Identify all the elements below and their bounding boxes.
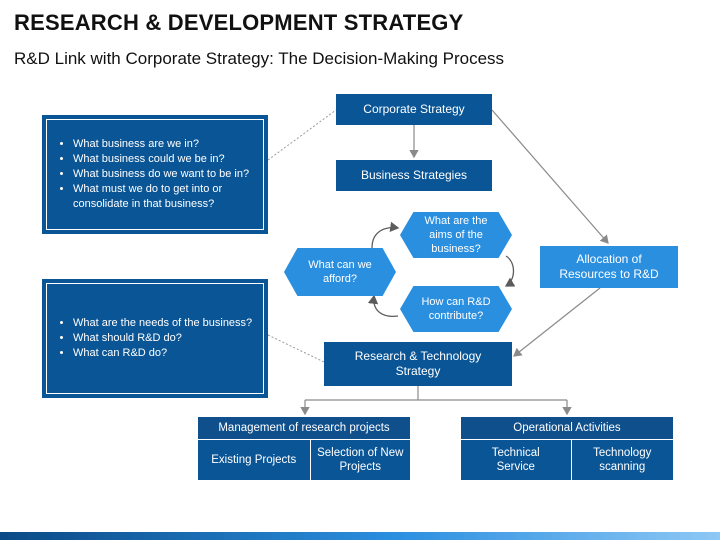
- business-question-item: What business could we be in?: [73, 152, 255, 167]
- rd-questions-panel: What are the needs of the business? What…: [42, 279, 268, 398]
- operational-header: Operational Activities: [461, 417, 673, 440]
- arrow-allocation-research: [513, 287, 601, 357]
- management-table: Management of research projects Existing…: [198, 417, 410, 480]
- page-title: RESEARCH & DEVELOPMENT STRATEGY: [14, 10, 464, 35]
- existing-projects-label: Existing Projects: [211, 454, 297, 466]
- operational-table: Operational Activities Technical Service…: [461, 417, 673, 480]
- research-technology-box: Research & Technology Strategy: [324, 342, 512, 386]
- business-questions-frame: What business are we in? What business c…: [46, 119, 264, 230]
- new-projects-cell: Selection of New Projects: [309, 440, 410, 480]
- business-question-item: What must we do to get into or consolida…: [73, 182, 255, 212]
- arrow-corp-allocation: [491, 109, 609, 244]
- footer-gradient-bar: [0, 532, 720, 540]
- technical-service-label: Technical Service: [491, 447, 540, 473]
- cycle-afford-hexagon: What can we afford?: [284, 248, 396, 296]
- business-strategies-label: Business Strategies: [360, 168, 468, 182]
- dotted-link-bottom: [267, 334, 325, 363]
- cycle-arrow-afford-aims: [371, 221, 400, 249]
- rd-questions-frame: What are the needs of the business? What…: [46, 283, 264, 394]
- dotted-link-top: [267, 109, 337, 161]
- cycle-contribute-hexagon: How can R&D contribute?: [400, 286, 512, 332]
- rd-question-item: What are the needs of the business?: [73, 316, 252, 331]
- technology-scanning-label: Technology scanning: [593, 447, 652, 473]
- cycle-aims-hexagon: What are the aims of the business?: [400, 212, 512, 258]
- business-strategies-box: Business Strategies: [336, 160, 492, 191]
- rd-question-item: What should R&D do?: [73, 331, 252, 346]
- allocation-box: Allocation of Resources to R&D: [540, 246, 678, 288]
- cycle-aims-label: What are the aims of the business?: [424, 215, 488, 255]
- allocation-label: Allocation of Resources to R&D: [559, 252, 659, 281]
- technical-service-cell: Technical Service: [461, 440, 571, 480]
- business-question-item: What business do we want to be in?: [73, 167, 255, 182]
- business-question-item: What business are we in?: [73, 137, 255, 152]
- corporate-strategy-label: Corporate Strategy: [363, 102, 465, 116]
- technology-scanning-cell: Technology scanning: [570, 440, 673, 480]
- cycle-contribute-label: How can R&D contribute?: [421, 296, 491, 322]
- management-header: Management of research projects: [198, 417, 410, 440]
- business-questions-list: What business are we in? What business c…: [47, 137, 263, 212]
- cycle-afford-label: What can we afford?: [308, 259, 372, 285]
- rd-questions-list: What are the needs of the business? What…: [47, 316, 260, 361]
- rd-question-item: What can R&D do?: [73, 346, 252, 361]
- corporate-strategy-box: Corporate Strategy: [336, 94, 492, 125]
- cycle-arrow-aims-contribute: [504, 255, 516, 287]
- business-questions-panel: What business are we in? What business c…: [42, 115, 268, 234]
- page-subtitle: R&D Link with Corporate Strategy: The De…: [14, 49, 505, 68]
- research-technology-label: Research & Technology Strategy: [354, 349, 482, 378]
- existing-projects-cell: Existing Projects: [198, 440, 310, 480]
- cycle-arrow-contribute-afford: [367, 294, 399, 318]
- new-projects-label: Selection of New Projects: [317, 447, 404, 473]
